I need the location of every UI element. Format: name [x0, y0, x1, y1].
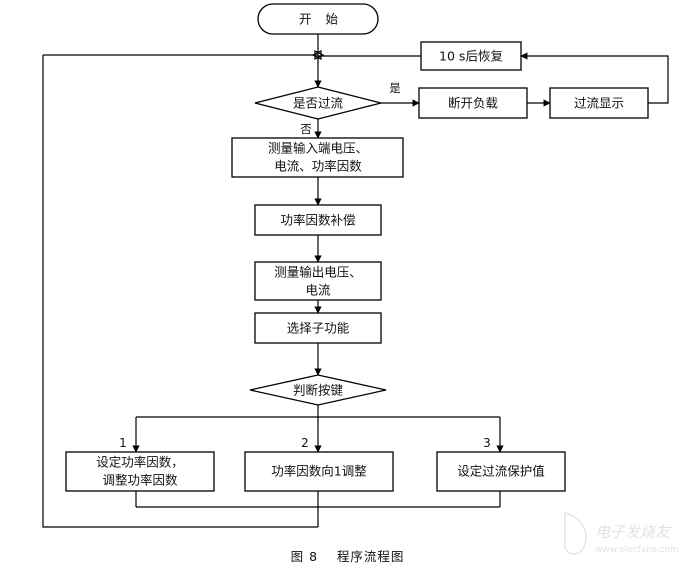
node-overcurrent-display[interactable]: 过流显示: [549, 87, 649, 119]
node-measure-output[interactable]: 测量输出电压、 电流: [254, 261, 382, 301]
branch2-box-shape: [244, 451, 394, 492]
restore-after-10s-shape: [420, 41, 522, 71]
edge-display-to-restore: [520, 52, 669, 104]
edge-label-yes: 是: [389, 81, 401, 95]
disconnect-load-label: 断开负载: [448, 96, 499, 111]
measure-input-label-line1: 测量输入端电压、: [268, 141, 368, 156]
node-overcurrent-decision[interactable]: 是否过流: [254, 86, 382, 120]
branch-number-2: 2: [301, 436, 309, 450]
node-select-subfunction[interactable]: 选择子功能: [254, 312, 382, 344]
branch-number-1: 1: [119, 436, 127, 450]
restore-after-10s-label: 10 s后恢复: [439, 49, 503, 64]
node-branch3-box[interactable]: 设定过流保护值: [436, 451, 566, 492]
measure-input-shape: [231, 137, 404, 178]
branch1-box-label-line1: 设定功率因数，: [96, 455, 184, 470]
branch2-box-label: 功率因数向1调整: [271, 464, 367, 479]
overcurrent-decision-shape: [254, 86, 382, 120]
overcurrent-display-shape: [549, 87, 649, 119]
caption-number: 8: [309, 549, 318, 564]
node-key-decision[interactable]: 判断按键: [249, 374, 387, 406]
key-decision-shape: [249, 374, 387, 406]
start-label: 开 始: [299, 12, 343, 27]
node-start[interactable]: 开 始: [257, 3, 379, 35]
node-pf-compensation[interactable]: 功率因数补偿: [254, 204, 382, 236]
measure-output-label-line1: 测量输出电压、: [274, 265, 362, 280]
node-disconnect-load[interactable]: 断开负载: [418, 87, 528, 119]
node-branch2-box[interactable]: 功率因数向1调整: [244, 451, 394, 492]
select-subfunction-label: 选择子功能: [287, 321, 350, 336]
overcurrent-display-label: 过流显示: [574, 96, 624, 111]
branch1-box-label-line2: 调整功率因数: [102, 473, 178, 488]
edge-label-no: 否: [300, 122, 312, 136]
node-restore-after-10s[interactable]: 10 s后恢复: [420, 41, 522, 71]
caption-title: 程序流程图: [336, 549, 405, 564]
measure-output-label-line2: 电流: [305, 283, 331, 298]
branch1-box-shape: [65, 451, 215, 492]
caption-prefix: 图: [290, 549, 305, 564]
edge-return-to-trunk: [42, 55, 318, 528]
branch3-box-label: 设定过流保护值: [457, 464, 545, 479]
overcurrent-decision-label: 是否过流: [293, 96, 344, 111]
key-decision-label: 判断按键: [293, 383, 344, 398]
measure-input-label-line2: 电流、功率因数: [274, 159, 362, 174]
disconnect-load-shape: [418, 87, 528, 119]
node-measure-input[interactable]: 测量输入端电压、 电流、功率因数: [231, 137, 404, 178]
branch-number-3: 3: [483, 436, 491, 450]
pf-compensation-label: 功率因数补偿: [280, 213, 355, 228]
start-shape: [257, 3, 379, 35]
measure-output-shape: [254, 261, 382, 301]
branch3-box-shape: [436, 451, 566, 492]
pf-compensation-shape: [254, 204, 382, 236]
figure-caption: 图 8 程序流程图: [0, 546, 695, 565]
junction-arrow-left: [311, 50, 322, 60]
select-subfunction-shape: [254, 312, 382, 344]
node-branch1-box[interactable]: 设定功率因数， 调整功率因数: [65, 451, 215, 492]
